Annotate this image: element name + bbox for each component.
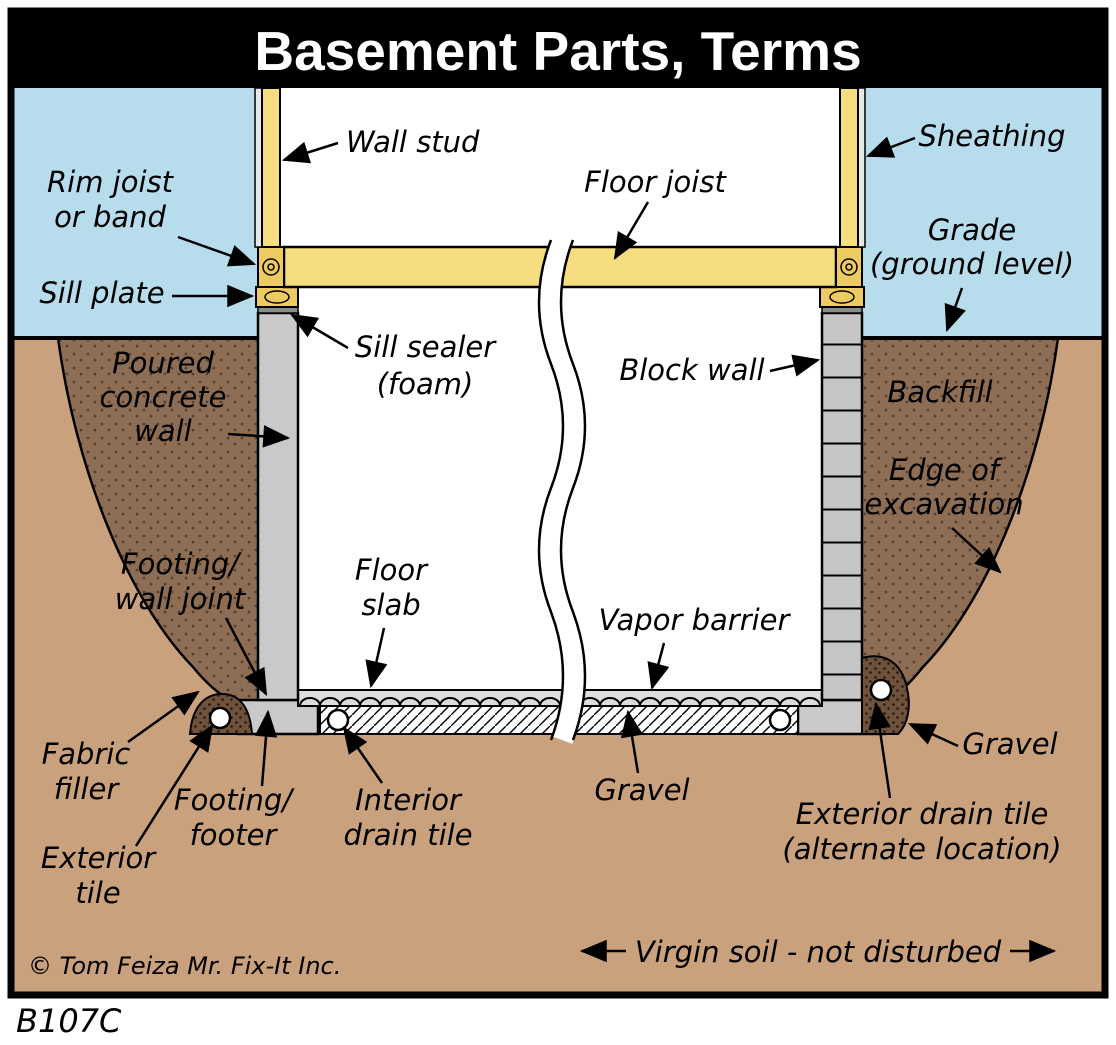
arrow-footing-footer — [254, 709, 278, 787]
label-grade-1: Grade — [928, 213, 1016, 247]
label-interior-drain-tile-1: Interior — [355, 783, 463, 817]
sky-right — [862, 88, 1102, 338]
label-poured-wall-3: wall — [134, 414, 192, 448]
backfill-right-texture — [862, 338, 1058, 706]
label-vapor-barrier: Vapor barrier — [599, 603, 792, 637]
label-rim-joist-1: Rim joist — [47, 165, 175, 199]
label-sill-sealer-2: (foam) — [377, 367, 474, 401]
wall-stud-left — [261, 87, 281, 248]
rim-joist-right-grain-inner — [845, 263, 853, 271]
arrow-wall-stud — [281, 141, 339, 164]
copyright: © Tom Feiza Mr. Fix-It Inc. — [28, 952, 341, 980]
arrow-edge-excavation — [951, 527, 1002, 574]
rim-joist-right-grain — [840, 258, 858, 276]
sill-plate-left — [255, 286, 299, 308]
sill-plate-right — [819, 286, 865, 308]
label-backfill: Backfill — [887, 375, 992, 409]
drain-tile-interior-left — [326, 708, 350, 732]
arrow-sill-sealer — [290, 313, 349, 350]
label-exterior-tile-1: Exterior — [41, 841, 157, 875]
label-gravel-right: Gravel — [962, 727, 1057, 761]
label-edge-excavation-1: Edge of — [889, 453, 1003, 487]
label-sill-sealer-1: Sill sealer — [355, 330, 497, 364]
excavation-edge-left — [56, 337, 245, 708]
rim-joist-left — [257, 246, 285, 288]
label-fabric-filler-1: Fabric — [42, 737, 131, 771]
drain-tile-exterior-right — [869, 678, 893, 702]
label-sill-plate: Sill plate — [39, 276, 164, 310]
label-poured-wall-1: Poured — [112, 346, 214, 380]
label-exterior-drain-tile-2: (alternate location) — [782, 832, 1061, 866]
backfill-left-texture — [58, 338, 258, 706]
label-interior-drain-tile-2: drain tile — [343, 818, 472, 852]
arrow-fabric-filler — [127, 690, 200, 744]
label-rim-joist-2: or band — [54, 200, 166, 234]
block-wall-shape — [820, 311, 864, 702]
callout-arrows — [127, 136, 1057, 963]
rim-joist-left-grain-inner — [267, 263, 275, 271]
rim-joist-left-grain — [262, 258, 280, 276]
arrow-grade — [944, 287, 966, 333]
label-virgin-soil: Virgin soil - not disturbed — [635, 935, 1002, 969]
sheathing-right — [857, 87, 866, 248]
label-exterior-tile-2: tile — [75, 876, 120, 910]
wall-stud-right — [839, 87, 859, 248]
page-title: Basement Parts, Terms — [254, 20, 861, 82]
arrow-exterior-drain-tile — [868, 701, 892, 799]
arrow-gravel-center — [620, 709, 644, 774]
label-floor-slab-1: Floor — [355, 553, 429, 587]
label-floor-joist: Floor joist — [584, 165, 727, 199]
label-block-wall: Block wall — [619, 353, 764, 387]
label-fabric-filler-2: filler — [54, 772, 121, 806]
arrow-exterior-tile — [134, 724, 214, 847]
frame-border — [7, 7, 1109, 999]
label-footing-wall-joint-2: wall joint — [115, 582, 247, 616]
arrow-rim-joist — [177, 235, 257, 267]
arrow-interior-drain-tile — [342, 726, 384, 784]
label-sheathing: Sheathing — [919, 119, 1066, 153]
arrow-vapor-barrier — [647, 642, 670, 691]
arrow-sheathing — [865, 136, 916, 158]
label-floor-slab-2: slab — [361, 588, 420, 622]
drawing-code: B107C — [16, 1002, 122, 1040]
drain-tile-exterior-left — [208, 706, 232, 730]
sill-plate-left-grain — [264, 290, 290, 304]
label-footing-footer-1: Footing/ — [174, 783, 295, 817]
callout-labels: Wall stud Floor joist Sheathing Rim jois… — [28, 119, 1074, 980]
label-poured-wall-2: concrete — [100, 380, 227, 414]
sill-plate-right-grain — [829, 290, 855, 304]
label-footing-footer-2: footer — [190, 818, 279, 852]
arrow-floor-slab — [365, 627, 388, 689]
arrow-gravel-right — [907, 722, 959, 748]
label-edge-excavation-2: excavation — [864, 487, 1023, 521]
drain-tile-interior-right — [768, 708, 792, 732]
arrow-block-wall — [769, 354, 821, 377]
arrow-floor-joist — [613, 201, 650, 260]
arrow-footing-wall-joint — [224, 617, 268, 696]
title-banner — [14, 14, 1102, 88]
label-wall-stud: Wall stud — [346, 125, 480, 159]
label-grade-2: (ground level) — [870, 247, 1074, 281]
label-gravel-center: Gravel — [594, 773, 689, 807]
rim-joist-right — [835, 246, 863, 288]
label-exterior-drain-tile-1: Exterior drain tile — [796, 797, 1049, 831]
poured-concrete-wall-shape — [256, 311, 300, 702]
sheathing-left — [254, 87, 263, 248]
label-footing-wall-joint-1: Footing/ — [121, 547, 242, 581]
arrow-poured-wall — [227, 425, 291, 448]
